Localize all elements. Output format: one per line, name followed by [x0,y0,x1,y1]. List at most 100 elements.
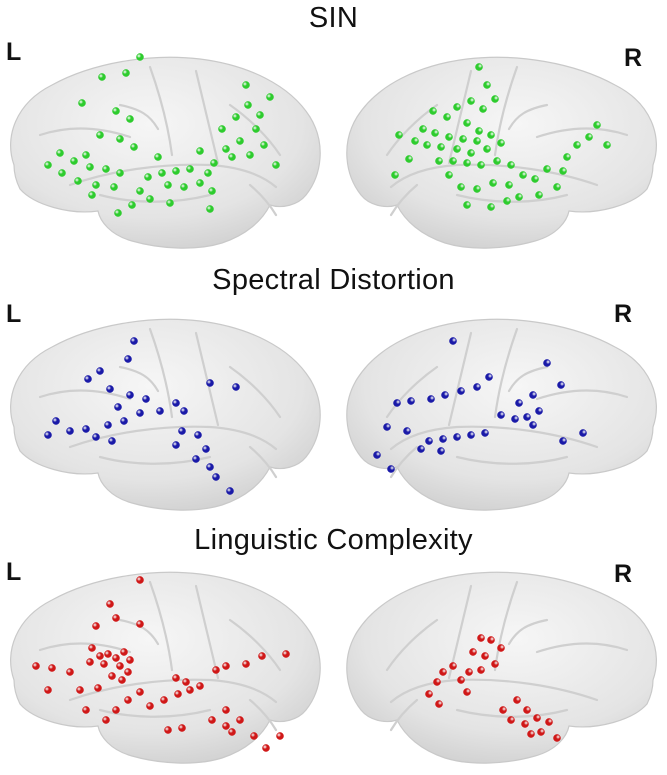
left-hemisphere-label: L [6,300,22,328]
electrode-dot [425,437,433,445]
electrode-dot [92,181,100,189]
sulcus-line [118,618,160,646]
sulcus-line [68,163,278,189]
electrode-dot [244,101,252,109]
left-hemisphere-brain [10,318,321,511]
electrode-dot [126,115,134,123]
sulcus-line [148,580,174,672]
sulcus-line [385,365,439,419]
electrode-dot [387,465,395,473]
electrode-dot [393,399,401,407]
electrode-dot [537,728,545,736]
electrode-dot [493,157,501,165]
electrode-dot [473,137,481,145]
electrode-dot [266,93,274,101]
electrode-dot [164,181,172,189]
electrode-dot [96,652,104,660]
sulcus-line [507,618,549,646]
electrode-dot [457,183,465,191]
left-hemisphere-label: L [6,558,22,586]
electrode-dot [82,425,90,433]
electrode-dot [503,197,511,205]
brain-surface [346,56,657,249]
electrode-dot [405,155,413,163]
electrode-dot [210,159,218,167]
electrode-dot [104,650,112,658]
electrode-dot [136,187,144,195]
electrode-dot [463,201,471,209]
electrode-dot [124,696,132,704]
electrode-dot [487,636,495,644]
left-hemisphere-label: L [6,38,22,66]
electrode-dot [423,141,431,149]
electrode-dot [527,730,535,738]
sulcus-line [455,193,569,203]
electrode-dot [473,185,481,193]
electrode-dot [439,668,447,676]
electrode-dot [435,157,443,165]
electrode-dot [136,409,144,417]
electrode-dot [449,157,457,165]
electrode-dot [531,175,539,183]
electrode-dot [144,173,152,181]
electrode-dot [104,421,112,429]
electrode-dot [395,131,403,139]
electrode-dot [82,706,90,714]
sulcus-line [493,65,519,157]
electrode-dot [475,63,483,71]
electrode-dot [445,171,453,179]
electrode-dot [88,191,96,199]
electrode-dot [146,702,154,710]
electrode-dot [481,652,489,660]
electrode-dot [192,455,200,463]
electrode-dot [166,199,174,207]
electrode-dot [44,161,52,169]
electrode-dot [491,660,499,668]
electrode-dot [417,445,425,453]
electrode-dot [439,435,447,443]
sulcus-line [38,642,132,654]
electrode-dot [553,734,561,742]
sulcus-line [38,127,132,139]
electrode-dot [70,157,78,165]
electrode-dot [116,169,124,177]
electrode-dot [228,153,236,161]
electrode-dot [449,662,457,670]
electrode-dot [515,193,523,201]
electrode-dot [102,716,110,724]
sulcus-line [68,678,278,704]
brain-surface [10,571,321,764]
electrode-dot [186,686,194,694]
electrode-dot [469,648,477,656]
electrode-dot [222,662,230,670]
electrode-dot [497,139,505,147]
electrode-dot [116,662,124,670]
electrode-dot [44,686,52,694]
electrode-dot [130,337,138,345]
electrode-dot [523,706,531,714]
electrode-dot [487,131,495,139]
electrode-dot [479,105,487,113]
electrode-dot [66,668,74,676]
panel-title: SIN [308,2,359,34]
electrode-dot [553,183,561,191]
electrode-dot [276,732,284,740]
electrode-dot [437,143,445,151]
sulcus-line [447,584,473,680]
brain-surface [346,571,657,764]
electrode-dot [282,650,290,658]
electrode-dot [222,706,230,714]
sulcus-line [455,708,569,718]
sulcus-line [455,455,569,465]
electrode-dot [110,183,118,191]
electrode-dot [559,437,567,445]
sulcus-line [447,331,473,427]
panel-title: Linguistic Complexity [194,524,473,556]
electrode-dot [497,644,505,652]
sulcus-line [248,698,278,732]
electrode-dot [212,473,220,481]
electrode-dot [272,161,280,169]
electrode-dot [172,399,180,407]
electrode-dot [563,153,571,161]
electrode-dot [505,181,513,189]
